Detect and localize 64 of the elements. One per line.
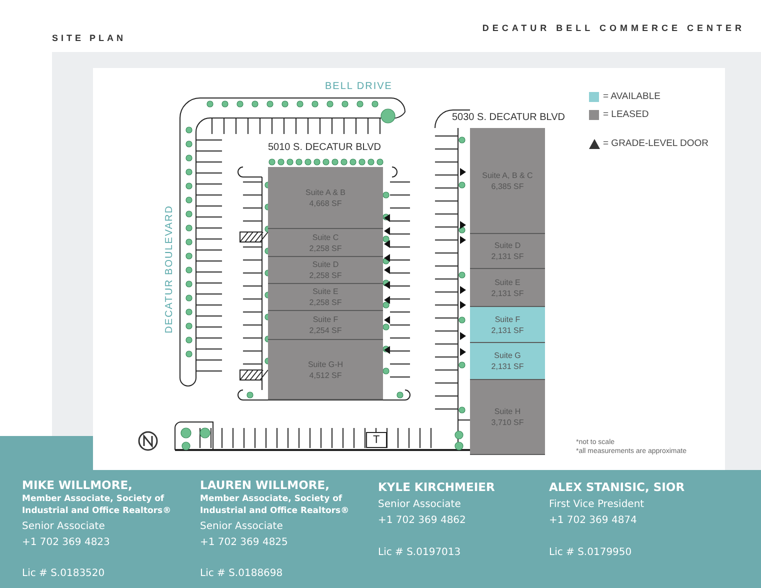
suite-name: Suite E <box>312 286 338 297</box>
leased-suite <box>268 257 383 284</box>
suite-area: 4,668 SF <box>309 198 342 208</box>
suite-area: 2,131 SF <box>491 361 524 372</box>
leased-suite <box>268 340 383 400</box>
contact-detail: Senior Associate <box>22 520 105 533</box>
legend-label: = LEASED <box>603 109 649 120</box>
suite-name: Suite D <box>312 259 339 270</box>
contact-detail: +1 702 369 4874 <box>549 514 637 527</box>
leased-suite <box>268 311 383 340</box>
membership-text: Member Associate, Society of Industrial and Office Realtors® <box>22 493 172 517</box>
suite-area: 3,710 SF <box>491 417 524 428</box>
suite-area: 6,385 SF <box>491 180 524 192</box>
legend-label: = AVAILABLE <box>603 91 660 102</box>
contact-name: ALEX STANISIC, SIOR <box>549 481 685 494</box>
building-address: 5010 S. DECATUR BLVD <box>268 142 382 153</box>
available-suite <box>470 343 545 380</box>
suite-name: Suite E <box>494 276 520 288</box>
suite-area: 2,131 SF <box>491 288 524 298</box>
building-address: 5030 S. DECATUR BLVD <box>452 112 566 123</box>
street-name: DECATUR BOULEVARD <box>164 205 175 334</box>
contact-detail: First Vice President <box>549 498 644 511</box>
contact-detail: +1 702 369 4862 <box>378 514 466 527</box>
contact-detail: Lic # S.0197013 <box>378 546 461 559</box>
contact-name: LAUREN WILLMORE, <box>200 479 330 492</box>
suite-name: Suite C <box>312 232 339 242</box>
leased-suite <box>470 128 545 234</box>
legend-label: = GRADE-LEVEL DOOR <box>603 138 708 149</box>
leased-suite <box>268 229 383 257</box>
suite-name: Suite A, B & C <box>482 170 533 180</box>
leased-suite <box>470 380 545 455</box>
map-marker-label: T <box>366 432 387 448</box>
suite-name: Suite G <box>494 350 521 361</box>
suite-area: 2,254 SF <box>309 325 342 336</box>
street-name: BELL DRIVE <box>325 81 392 92</box>
suite-name: Suite H <box>494 406 521 417</box>
suite-name: Suite A & B <box>305 186 346 198</box>
suite-name: Suite G-H <box>308 358 344 370</box>
page-title: DECATUR BELL COMMERCE CENTER <box>482 23 745 33</box>
suite-area: 2,131 SF <box>491 324 524 336</box>
contact-detail: Senior Associate <box>378 498 461 511</box>
contact-detail: Lic # S.0183520 <box>22 567 105 580</box>
suite-area: 2,258 SF <box>309 297 342 308</box>
suite-area: 2,258 SF <box>309 270 342 281</box>
contact-detail: Senior Associate <box>200 520 283 533</box>
suite-area: 2,258 SF <box>309 242 342 254</box>
contact-name: MIKE WILLMORE, <box>22 479 132 492</box>
suite-area: 2,131 SF <box>491 251 524 262</box>
leased-suite <box>268 167 383 229</box>
contact-detail: +1 702 369 4823 <box>22 536 110 549</box>
membership-text: Member Associate, Society of Industrial and Office Realtors® <box>200 493 350 517</box>
contact-detail: Lic # S.0179950 <box>549 546 632 559</box>
contact-detail: Lic # S.0188698 <box>200 567 283 580</box>
suite-name: Suite D <box>494 240 521 251</box>
suite-area: 4,512 SF <box>309 370 342 380</box>
contact-name: KYLE KIRCHMEIER <box>378 481 495 494</box>
leased-suite <box>470 234 545 269</box>
page-heading: SITE PLAN <box>52 33 126 43</box>
suite-name: Suite F <box>312 314 338 325</box>
leased-suite <box>470 269 545 307</box>
available-suite <box>470 307 545 343</box>
contact-detail: +1 702 369 4825 <box>200 536 288 549</box>
suite-name: Suite F <box>494 314 520 324</box>
leased-suite <box>268 284 383 311</box>
